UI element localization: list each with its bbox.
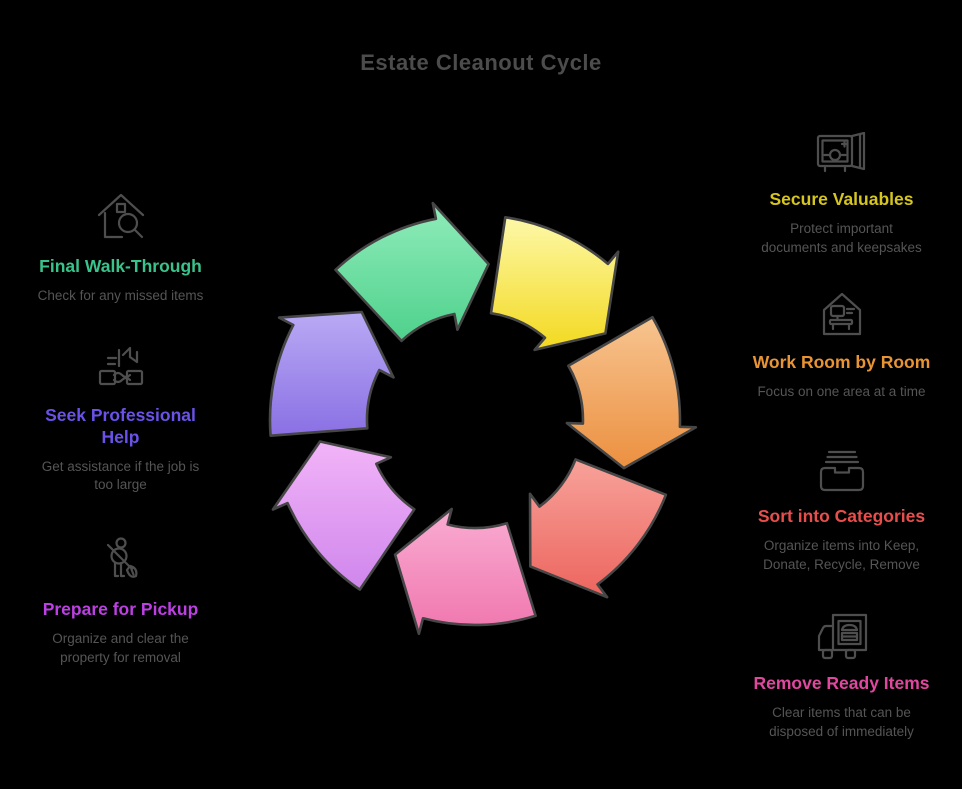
- safe-icon: [729, 126, 954, 178]
- house-magnifier-icon: [8, 193, 233, 245]
- purple-arrow: [268, 310, 395, 437]
- person-sweeping-icon: [8, 536, 233, 588]
- truck-icon: [729, 610, 954, 662]
- step-description: Organize items into Keep, Donate, Recycl…: [763, 537, 920, 572]
- step-description: Focus on one area at a time: [757, 383, 926, 399]
- step-title: Secure Valuables: [769, 189, 914, 209]
- yellow-arrow: [489, 216, 620, 352]
- green-arrow: [334, 201, 490, 343]
- step-sort-into-categories: Sort into Categories Organize items into…: [729, 443, 954, 574]
- step-seek-professional-help: Seek Professional Help Get assistance if…: [8, 342, 233, 495]
- salmon-arrow: [528, 458, 668, 599]
- step-prepare-for-pickup: Prepare for Pickup Organize and clear th…: [8, 536, 233, 667]
- page-title: Estate Cleanout Cycle: [360, 50, 602, 75]
- step-remove-ready-items: Remove Ready Items Clear items that can …: [729, 610, 954, 741]
- step-secure-valuables: Secure Valuables Protect important docum…: [729, 126, 954, 257]
- step-description: Protect important documents and keepsake…: [761, 220, 922, 255]
- step-final-walk-through: Final Walk-Through Check for any missed …: [8, 193, 233, 306]
- step-title: Prepare for Pickup: [42, 599, 199, 619]
- violet-arrow: [271, 440, 416, 591]
- handshake-icon: [8, 342, 233, 394]
- inbox-tray-icon: [729, 443, 954, 495]
- house-room-icon: [729, 289, 954, 341]
- orange-arrow: [565, 315, 698, 470]
- step-title: Sort into Categories: [757, 506, 926, 526]
- step-title: Final Walk-Through: [39, 256, 202, 276]
- step-title: Work Room by Room: [752, 352, 931, 372]
- step-description: Clear items that can be disposed of imme…: [769, 704, 914, 739]
- pink-arrow: [393, 507, 537, 636]
- step-title: Remove Ready Items: [753, 673, 930, 693]
- step-description: Organize and clear the property for remo…: [52, 630, 189, 665]
- step-description: Get assistance if the job is too large: [41, 458, 200, 493]
- step-work-room-by-room: Work Room by Room Focus on one area at a…: [729, 289, 954, 402]
- step-description: Check for any missed items: [37, 287, 204, 303]
- step-title: Seek Professional Help: [45, 405, 196, 447]
